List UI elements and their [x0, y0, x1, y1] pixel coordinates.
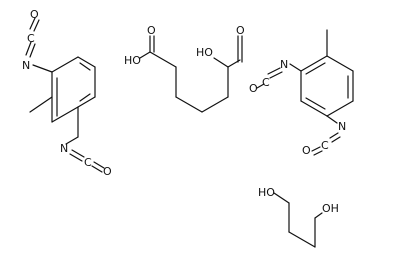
- nc-double-bond: [29, 43, 36, 58]
- co-double-bond: [313, 150, 323, 156]
- molecule-toluene-2-6-diisocyanate: N C O N C O: [22, 8, 112, 178]
- ring-double-bond: [305, 97, 326, 110]
- co-double-bond: [311, 146, 321, 152]
- atom-n: N: [22, 59, 30, 72]
- atom-o: O: [302, 144, 311, 157]
- bond: [201, 96, 229, 113]
- molecule-adipic-acid: HO O O HO: [124, 24, 245, 113]
- ring-bond: [77, 56, 96, 68]
- bond: [273, 192, 290, 204]
- atom-c: C: [27, 32, 35, 45]
- atom-o: O: [249, 82, 258, 95]
- n-bond: [32, 64, 53, 73]
- atom-n: N: [60, 142, 68, 155]
- atom-c: C: [262, 76, 270, 89]
- methyl-bond: [29, 96, 53, 113]
- nc-double-bond: [69, 153, 83, 162]
- bond: [139, 51, 151, 59]
- ring-double-bond: [305, 62, 326, 75]
- nc-double-bond: [267, 67, 281, 75]
- nc-double-bond: [25, 41, 32, 56]
- co-double-bond: [93, 161, 105, 169]
- ring-bond: [326, 100, 354, 117]
- atom-o: O: [30, 8, 39, 21]
- ring-bond: [51, 56, 79, 73]
- ring-bond: [300, 100, 328, 117]
- atom-o: O: [147, 24, 156, 37]
- ring-bond: [51, 106, 79, 123]
- bond: [175, 96, 203, 113]
- co-double-bond: [29, 17, 36, 30]
- nc-double-bond: [331, 136, 341, 143]
- atom-n: N: [338, 120, 346, 133]
- ring-bond: [326, 55, 354, 72]
- co-double-bond: [33, 19, 40, 32]
- n-bond: [289, 63, 302, 72]
- bond: [288, 231, 316, 248]
- nc-double-bond: [71, 149, 85, 158]
- atom-c: C: [84, 156, 92, 169]
- n-bond: [65, 136, 79, 145]
- atom-ho: HO: [258, 186, 275, 199]
- ring-bond: [300, 55, 328, 72]
- atom-ho: HO: [124, 54, 141, 67]
- co-double-bond: [256, 83, 265, 89]
- bond: [213, 57, 229, 68]
- n-bond: [326, 115, 338, 124]
- bond: [149, 51, 177, 68]
- atom-ho: HO: [196, 46, 213, 59]
- atom-oh: OH: [322, 202, 339, 215]
- atom-c: C: [321, 139, 329, 152]
- co-double-bond: [91, 165, 103, 173]
- molecule-toluene-2-4-diisocyanate: N C O N C O: [249, 29, 354, 157]
- molecule-butane-1-4-diol: HO OH: [258, 186, 339, 248]
- nc-double-bond: [329, 132, 339, 139]
- bond: [314, 212, 323, 219]
- ring-bond: [77, 96, 96, 108]
- ring-double-bond: [79, 62, 91, 71]
- atom-o: O: [236, 24, 245, 37]
- atom-n: N: [280, 58, 288, 71]
- nc-double-bond: [269, 71, 283, 79]
- atom-o: O: [103, 165, 112, 178]
- ring-double-bond: [79, 93, 91, 102]
